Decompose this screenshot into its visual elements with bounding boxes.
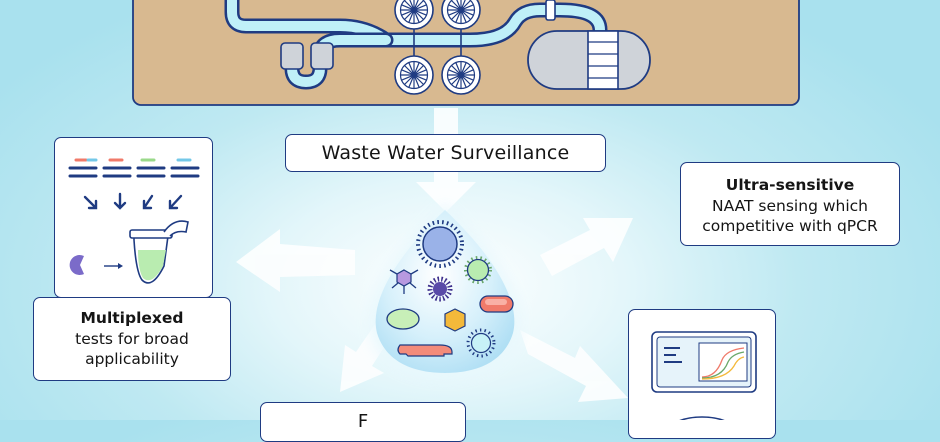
scene-svg: [68, 0, 800, 420]
callout-line: NAAT sensing which: [712, 197, 868, 215]
valve-right-icon: [310, 42, 334, 70]
callout-title: Multiplexed: [80, 309, 184, 327]
bottom-callout: F: [260, 402, 466, 442]
ultra-sensitive-callout: Ultra-sensitive NAAT sensing which compe…: [680, 162, 900, 246]
arrow-left: [236, 229, 355, 292]
callout-line: competitive with qPCR: [702, 217, 878, 235]
gear-wheel-icon: [394, 0, 481, 95]
valve-left-icon: [280, 42, 304, 70]
multiplexed-callout: Multiplexed tests for broad applicabilit…: [33, 297, 231, 381]
waste-water-surveillance-label: Waste Water Surveillance: [285, 134, 606, 172]
pipe-coupling-icon: [545, 0, 556, 21]
arrow-upper-right: [540, 218, 633, 276]
cas-protein-icon: [69, 255, 123, 275]
storage-tank-icon: [527, 30, 651, 90]
callout-line: applicability: [85, 350, 179, 368]
sewer-pipe-icon: [224, 0, 608, 90]
dna-strand-icon: [68, 158, 200, 210]
callout-title: Ultra-sensitive: [725, 176, 855, 194]
pcr-tube-icon: [129, 220, 189, 284]
callout-line: tests for broad: [75, 330, 189, 348]
monitor-chart-icon: [651, 331, 757, 420]
virus-icon: [386, 220, 514, 358]
arrow-lower-right: [520, 330, 628, 402]
